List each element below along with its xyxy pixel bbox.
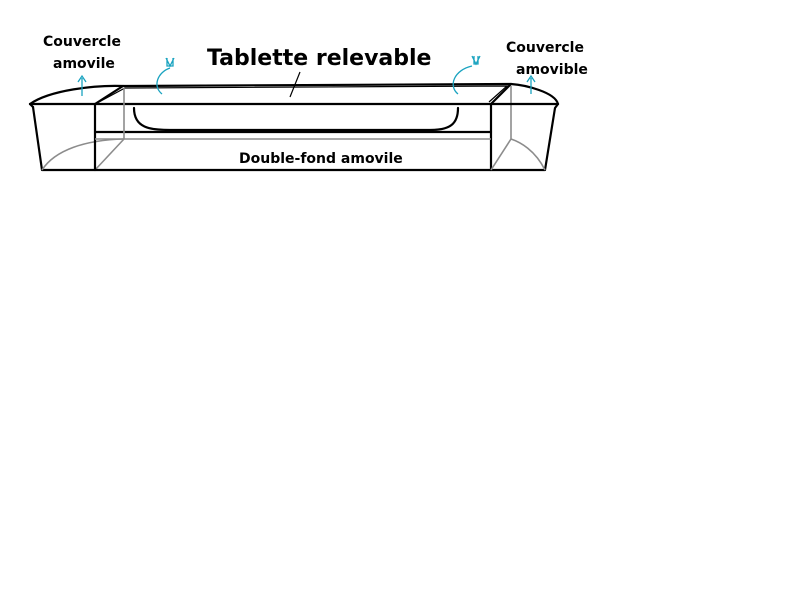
central-tray — [93, 82, 513, 172]
right-lid-lift-arrow — [526, 74, 536, 94]
right-lid-label-line2: amovible — [516, 62, 588, 78]
false-bottom-label: Double-fond amovile — [239, 151, 403, 167]
right-compartment — [489, 82, 560, 172]
left-lid-label-line2: amovile — [53, 56, 115, 72]
right-lid-label-line1: Couvercle — [506, 40, 584, 56]
tray-left-lift-arrow — [156, 57, 175, 95]
right-front-face — [489, 102, 560, 172]
tray-title-label: Tablette relevable — [207, 46, 431, 71]
tray-recess — [132, 106, 460, 132]
left-front-face — [31, 105, 97, 172]
tray-right-lift-arrow — [452, 55, 481, 95]
left-lid-label-line1: Couvercle — [43, 34, 121, 50]
right-lid-top — [509, 82, 560, 106]
title-pointer-line — [289, 71, 301, 98]
left-hidden-curve — [41, 138, 125, 171]
left-compartment — [28, 84, 125, 172]
annotation-pointers — [77, 55, 536, 98]
left-lid-lift-arrow — [77, 74, 87, 96]
right-hidden-curve — [510, 138, 546, 171]
right-hidden-diagonal — [490, 138, 512, 171]
left-lid-top — [28, 84, 125, 106]
left-hidden-diagonal — [94, 138, 125, 171]
tray-top-inner — [98, 85, 509, 103]
tray-front-face — [93, 102, 493, 172]
left-outer-edge — [28, 102, 35, 109]
